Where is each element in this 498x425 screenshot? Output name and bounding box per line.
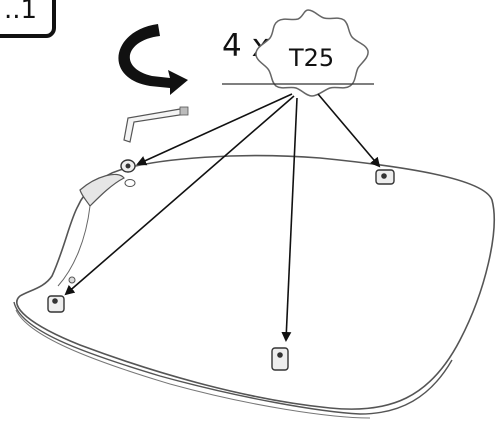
step-badge: ..1 — [0, 0, 56, 38]
rotate-arrow-icon — [118, 24, 188, 95]
arrow-to-screw-front-center — [281, 97, 298, 342]
torx-size-label: T25 — [288, 44, 334, 72]
hex-key-icon — [123, 106, 189, 143]
arrow-to-screw-front-left — [136, 93, 293, 166]
screw-rear-left — [47, 276, 76, 313]
step-label: ..1 — [4, 0, 37, 25]
arrow-to-screw-rear-left — [64, 95, 295, 296]
screw-rear-right — [375, 169, 395, 185]
arrow-to-screw-rear-right — [317, 93, 381, 168]
torx-icon: T25 — [255, 9, 369, 97]
cover-panel — [13, 154, 495, 419]
screw-front-center — [271, 347, 289, 371]
screw-front-left — [120, 159, 136, 187]
